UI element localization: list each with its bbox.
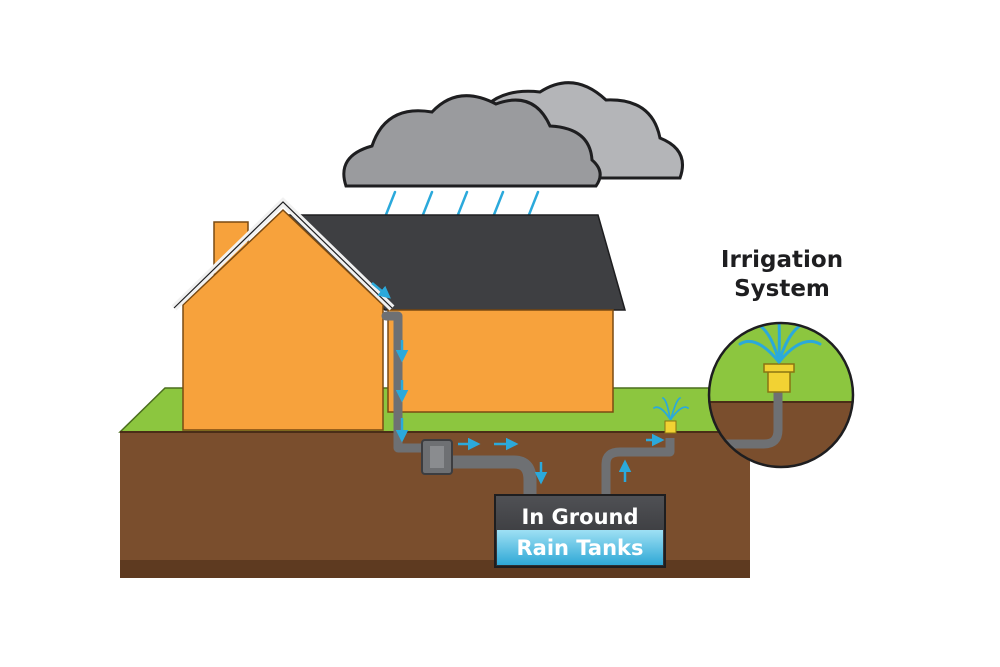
irrigation-label-line1: Irrigation [721, 247, 843, 273]
house-icon [171, 197, 626, 431]
outflow-pipe [452, 455, 537, 497]
irrigation-label-line2: System [734, 276, 830, 302]
tank-icon: In Ground Rain Tanks [494, 494, 666, 568]
sprinkler-icon [653, 397, 689, 434]
tank-label-line1: In Ground [521, 505, 638, 529]
cloud-icon [342, 81, 684, 188]
gutter-icon [381, 311, 430, 453]
irrigation-pipe [601, 438, 675, 497]
tank-label-line2: Rain Tanks [516, 536, 643, 560]
flow-arrow-icon [371, 282, 665, 485]
filter-icon [421, 439, 453, 475]
